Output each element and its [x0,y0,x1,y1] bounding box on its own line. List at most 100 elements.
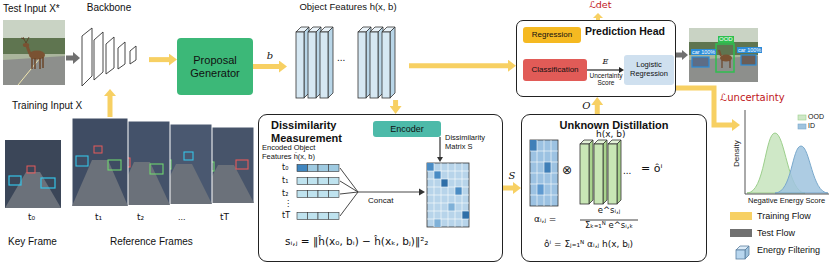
flow-arrow [503,186,513,191]
key-frame-image [9,176,21,185]
flow-arrow [595,105,600,114]
label-text: ℒuncertainty [720,92,785,104]
label-text: t₂ [137,212,144,222]
encoded-feature-bars [329,213,340,220]
reference-frame-images [72,118,128,206]
feature-slabs [382,27,395,98]
key-frame-image [5,172,61,208]
encoded-feature-bars [297,165,339,220]
distillation-matrix [530,140,558,206]
encoded-feature-bars [297,178,308,185]
reference-frame-images [236,160,248,169]
feature-slabs [370,27,383,98]
label-text: Test Input X* [3,3,60,15]
flow-arrow [409,63,508,68]
output-image [721,60,722,68]
output-image [729,60,730,68]
encoded-feature-bars [318,178,329,185]
energy-filtering-cube [736,250,745,259]
encoded-feature-bars [308,213,319,220]
label-text: ... [623,165,631,177]
distillation-matrix [537,184,544,195]
encoded-feature-bars [318,213,329,220]
feature-slabs [358,27,371,98]
label-text: Concat [368,196,393,205]
legend-text: Test Flow [757,228,795,238]
legend-text: Training Flow [757,211,811,221]
label-text: Reference Frames [110,236,193,248]
label-text: ℒdet [589,0,611,11]
legend-entry: Test Flow [730,228,795,238]
encoded-feature-bars [308,191,319,198]
flow-arrow [253,64,279,69]
feature-slabs [308,27,321,98]
label-text: = ôⁱ [641,163,662,176]
test-image [42,57,44,68]
label-text: αᵢ,ⱼ = [534,214,556,224]
encoded-feature-bars [329,165,340,172]
label-text: ... [178,212,186,222]
head-panel: Prediction HeadRegressionClassificationL… [516,20,676,97]
reference-frame-images [150,164,163,174]
backbone-layers [106,37,114,74]
concat-lines [340,168,358,216]
test-flow-arrow [73,52,80,64]
training-flow-arrow [732,119,740,131]
dissimilarity-matrix [434,171,441,179]
test-image [39,58,41,69]
output-image [692,57,709,67]
dissimilarity-matrix [441,179,448,187]
encoded-feature-bars [297,191,308,198]
concat-lines [358,192,419,193]
edge-label: E [602,58,610,66]
label-text: OOD [718,36,734,43]
encoder-arrow [437,157,443,162]
object-feature-slabs [603,140,607,204]
label-text: t₁ [95,212,102,222]
flow-arrow [587,69,619,70]
test-image [21,37,29,43]
feature-stack: Object Features h(x, b) [287,2,409,100]
output-image [741,55,756,65]
dissimilarity-matrix [427,163,469,227]
test-flow-arrow [676,50,688,60]
label-text: sᵢ,ⱼ = ‖ĥ(x₀, bᵢ) − ĥ(xₖ, bⱼ)‖²₂ [285,235,429,247]
encoded-feature-bars [308,178,319,185]
legend-swatch [730,212,752,220]
key-frame-image [41,178,55,188]
object-feature-slabs [594,144,603,204]
dissimilarity-matrix [455,187,462,195]
encoded-feature-bars [297,165,308,172]
feature-slabs [308,32,316,98]
label-text: t₁ [282,176,288,185]
key-frame-image [27,166,35,173]
legend-swatch [730,229,752,237]
edge-label: b [266,51,274,61]
box-text: Prediction Head [585,25,665,37]
backbone-layers [94,32,103,80]
object-feature-slabs [608,144,617,204]
label-text: Dissimilarity Matrix S [445,134,501,151]
training-flow-arrow [108,96,113,117]
label-text: car 100% [737,47,762,53]
process-box: Encoder [373,121,441,137]
label-text: h(x, b) [596,129,626,139]
legend-entry: Energy Filtering [730,245,820,255]
backbone-layers [130,46,136,64]
object-feature-slabs [580,140,593,204]
box-text: Regression [530,30,574,39]
feature-slabs [296,32,304,98]
key-frame-image [5,140,61,208]
label-text: t₀ [28,212,35,222]
reference-frame-images [72,118,254,206]
feature-slabs [358,32,366,98]
output-image [716,44,734,72]
reference-frame-images [76,156,88,166]
energy-filtering-cube [745,246,749,259]
reference-frame-images [72,118,128,206]
density-plot [745,110,829,194]
object-feature-slabs [580,144,589,204]
test-flow-arrow [682,50,688,60]
dissimilarity-matrix [462,211,469,219]
